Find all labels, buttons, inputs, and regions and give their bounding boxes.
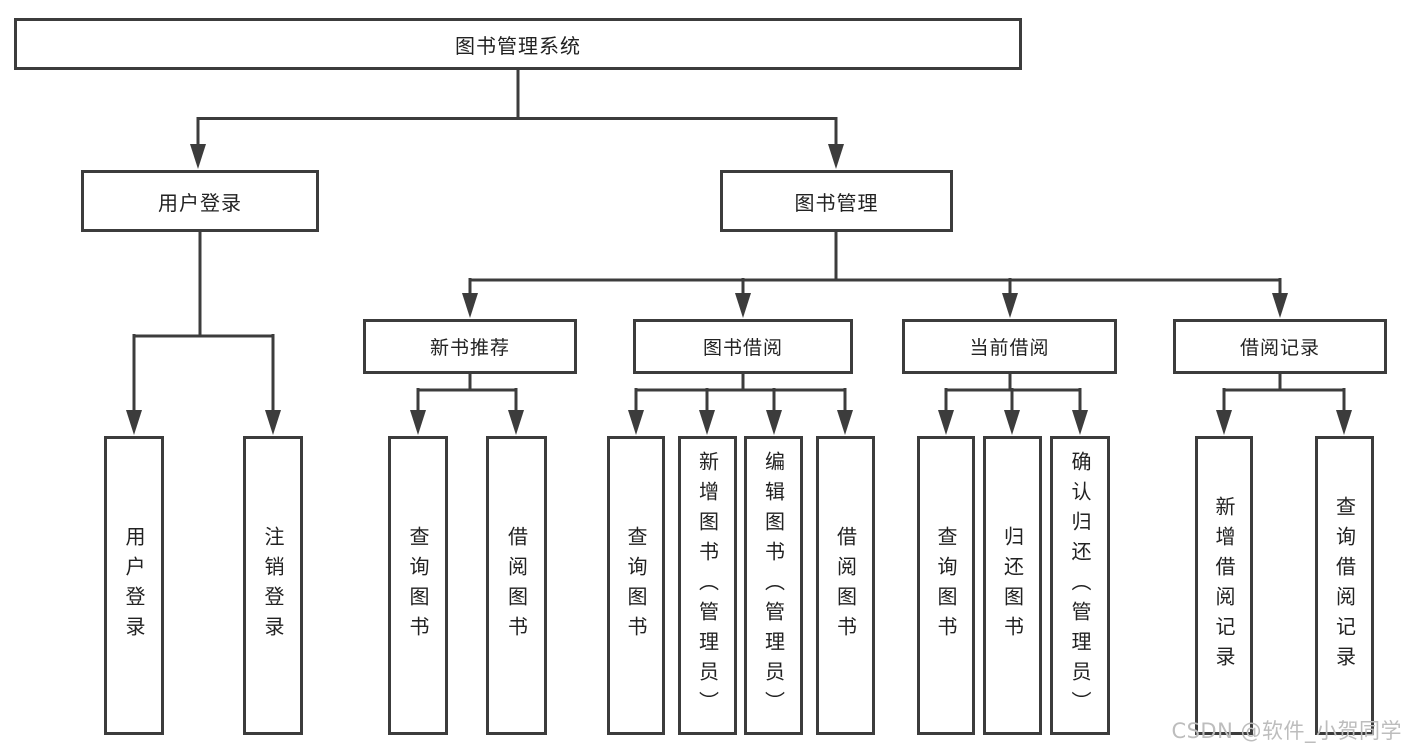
leaf-current-return-books: 归还图书: [983, 436, 1042, 735]
node-book-borrowing: 图书借阅: [633, 319, 853, 374]
edge-records-to-children: [1216, 372, 1352, 435]
leaf-user-login: 用户登录: [104, 436, 164, 735]
edge-root-to-children: [190, 69, 844, 169]
leaf-current-query-books: 查询图书: [917, 436, 975, 735]
edge-new-books-to-children: [410, 372, 524, 435]
leaf-newbooks-query-books: 查询图书: [388, 436, 448, 735]
node-new-book-recommendation: 新书推荐: [363, 319, 577, 374]
node-user-login: 用户登录: [81, 170, 319, 232]
edge-current-to-children: [938, 372, 1088, 435]
leaf-records-add-record: 新增借阅记录: [1195, 436, 1253, 735]
edge-borrowing-to-children: [628, 372, 853, 435]
node-borrowing-records: 借阅记录: [1173, 319, 1387, 374]
leaf-borrowing-add-books-admin: 新增图书（管理员）: [678, 436, 737, 735]
leaf-records-query-record: 查询借阅记录: [1315, 436, 1374, 735]
csdn-watermark: CSDN @软件_小贺同学: [1171, 719, 1402, 743]
edge-book-mgmt-to-children: [462, 230, 1288, 318]
node-book-management: 图书管理: [720, 170, 953, 232]
leaf-borrowing-query-books: 查询图书: [607, 436, 665, 735]
leaf-current-confirm-return-admin: 确认归还（管理员）: [1050, 436, 1110, 735]
leaf-newbooks-borrow-books: 借阅图书: [486, 436, 547, 735]
leaf-borrowing-edit-books-admin: 编辑图书（管理员）: [744, 436, 803, 735]
leaf-borrowing-borrow-books: 借阅图书: [816, 436, 875, 735]
node-root: 图书管理系统: [14, 18, 1022, 70]
node-current-borrowing: 当前借阅: [902, 319, 1117, 374]
leaf-logout: 注销登录: [243, 436, 303, 735]
edge-user-login-to-children: [126, 230, 281, 435]
